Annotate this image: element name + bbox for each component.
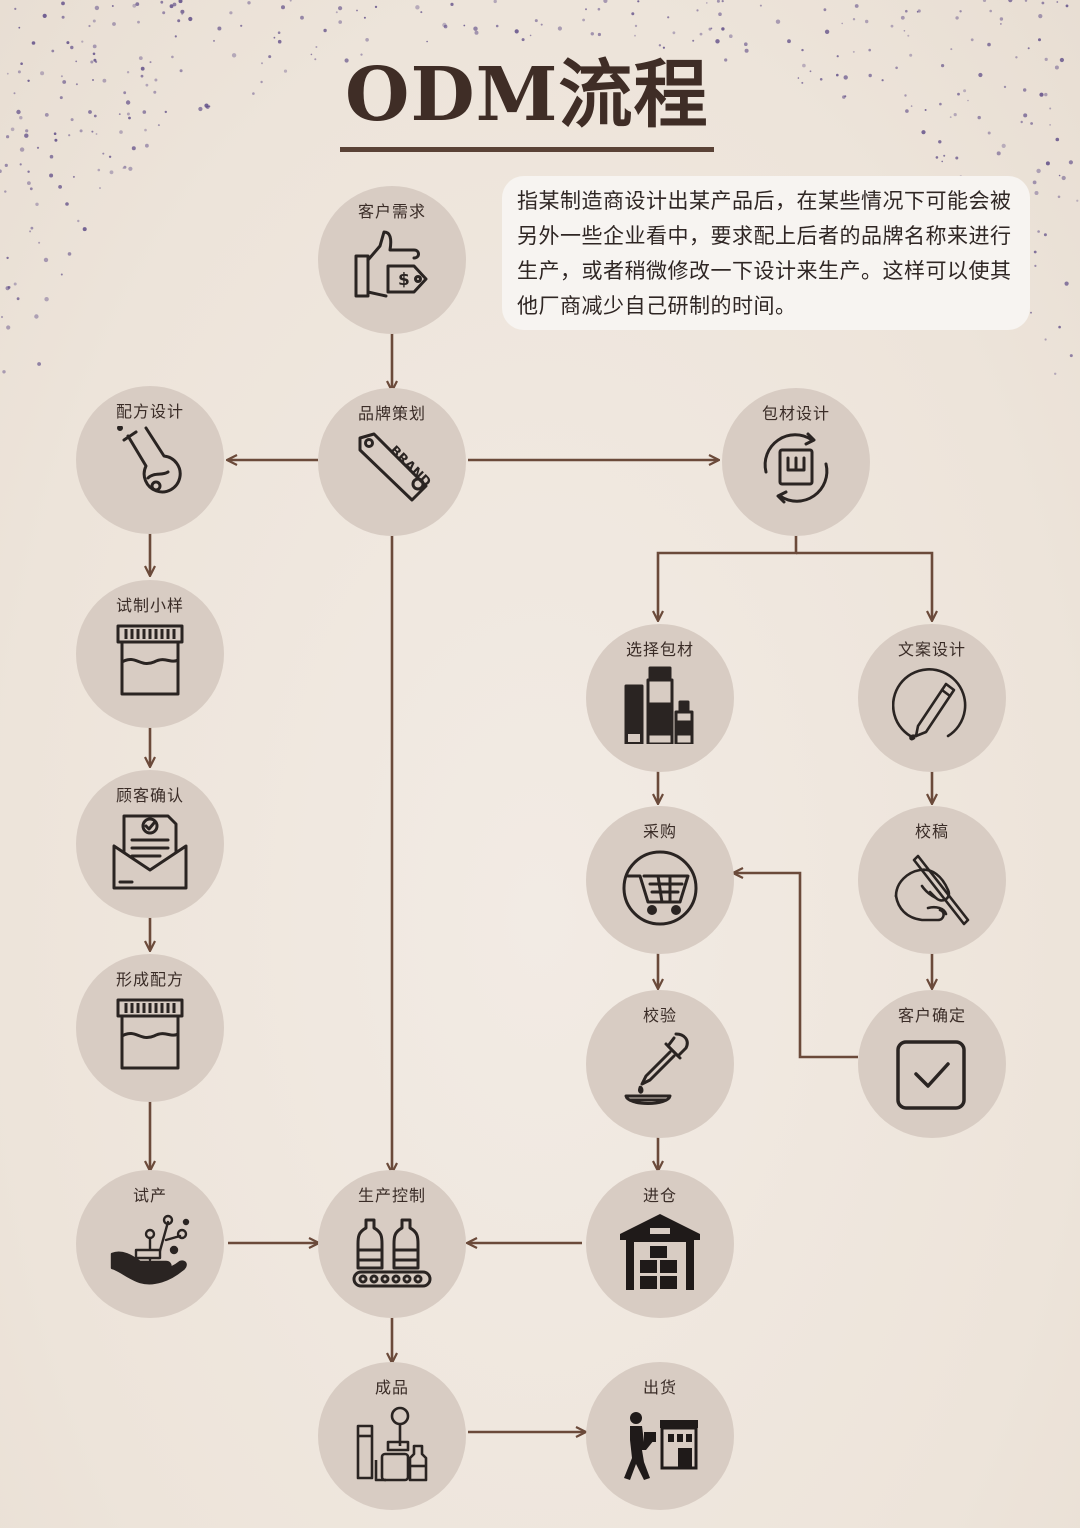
node-trial-sample: 试制小样 [76, 580, 224, 728]
arrow-packaging-branch [658, 532, 798, 620]
conveyor-bottles-icon [352, 1218, 432, 1288]
sample-jar-icon [116, 624, 184, 696]
node-label: 形成配方 [115, 970, 184, 989]
node-label: 包材设计 [761, 404, 830, 423]
node-form-formula: 形成配方 [76, 954, 224, 1102]
node-label: 选择包材 [625, 640, 694, 659]
envelope-check-icon [112, 814, 188, 890]
node-label: 出货 [642, 1378, 677, 1397]
node-formula-design: 配方设计 [76, 386, 224, 534]
bottles-icon [624, 666, 694, 744]
hand-writing-icon [894, 854, 970, 926]
pencil-circle-icon [892, 668, 967, 741]
node-label: 顾客确认 [115, 786, 184, 805]
node-customer-demand: 客户需求 $ [318, 186, 466, 334]
title-underline [340, 147, 714, 152]
formula-jar-icon [116, 998, 184, 1070]
node-inspection: 校验 [586, 990, 734, 1138]
node-label: 品牌策划 [357, 404, 426, 423]
node-finished-product: 成品 [318, 1362, 466, 1510]
node-label: 校验 [642, 1006, 677, 1025]
node-brand-planning: 品牌策划 BRAND [318, 388, 466, 536]
node-shipment: 出货 [586, 1362, 734, 1510]
node-label: 客户确定 [897, 1006, 966, 1025]
hand-plant-icon [110, 1214, 190, 1285]
arrow-approval-to-purchase [734, 873, 858, 1059]
node-label: 文案设计 [897, 640, 966, 659]
warehouse-icon [620, 1214, 700, 1290]
shopping-cart-icon [622, 850, 698, 926]
delivery-person-icon [624, 1412, 698, 1480]
box-cycle-icon [763, 432, 829, 504]
node-label: 配方设计 [115, 402, 184, 421]
arrow-packaging-to-copy [796, 551, 932, 620]
node-client-approval: 客户确定 [858, 990, 1006, 1138]
brand-tag-icon: BRAND [358, 432, 432, 502]
odm-description: 指某制造商设计出某产品后，在某些情况下可能会被另外一些企业看中，要求配上后者的品… [502, 176, 1030, 330]
cosmetics-icon [356, 1406, 428, 1482]
checkbox-icon [896, 1040, 966, 1110]
node-label: 试制小样 [115, 596, 184, 615]
node-label: 生产控制 [357, 1186, 426, 1205]
thumbs-up-price-tag-icon: $ [354, 230, 428, 298]
node-trial-production: 试产 [76, 1170, 224, 1318]
node-label: 采购 [642, 822, 677, 841]
node-warehousing: 进仓 [586, 1170, 734, 1318]
dropper-icon [624, 1032, 689, 1105]
node-label: 试产 [132, 1186, 167, 1205]
node-label: 客户需求 [357, 202, 426, 221]
node-purchase: 采购 [586, 806, 734, 954]
node-label: 进仓 [642, 1186, 677, 1205]
node-packaging-design: 包材设计 [722, 388, 870, 536]
svg-text:$: $ [398, 270, 410, 290]
node-proofread: 校稿 [858, 806, 1006, 954]
flask-icon [117, 426, 182, 494]
node-copy-design: 文案设计 [858, 624, 1006, 772]
node-production-control: 生产控制 [318, 1170, 466, 1318]
page-title: ODM流程 [345, 52, 709, 138]
node-customer-confirm: 顾客确认 [76, 770, 224, 918]
node-label: 成品 [374, 1378, 409, 1397]
node-label: 校稿 [914, 822, 949, 841]
node-select-packaging: 选择包材 [586, 624, 734, 772]
